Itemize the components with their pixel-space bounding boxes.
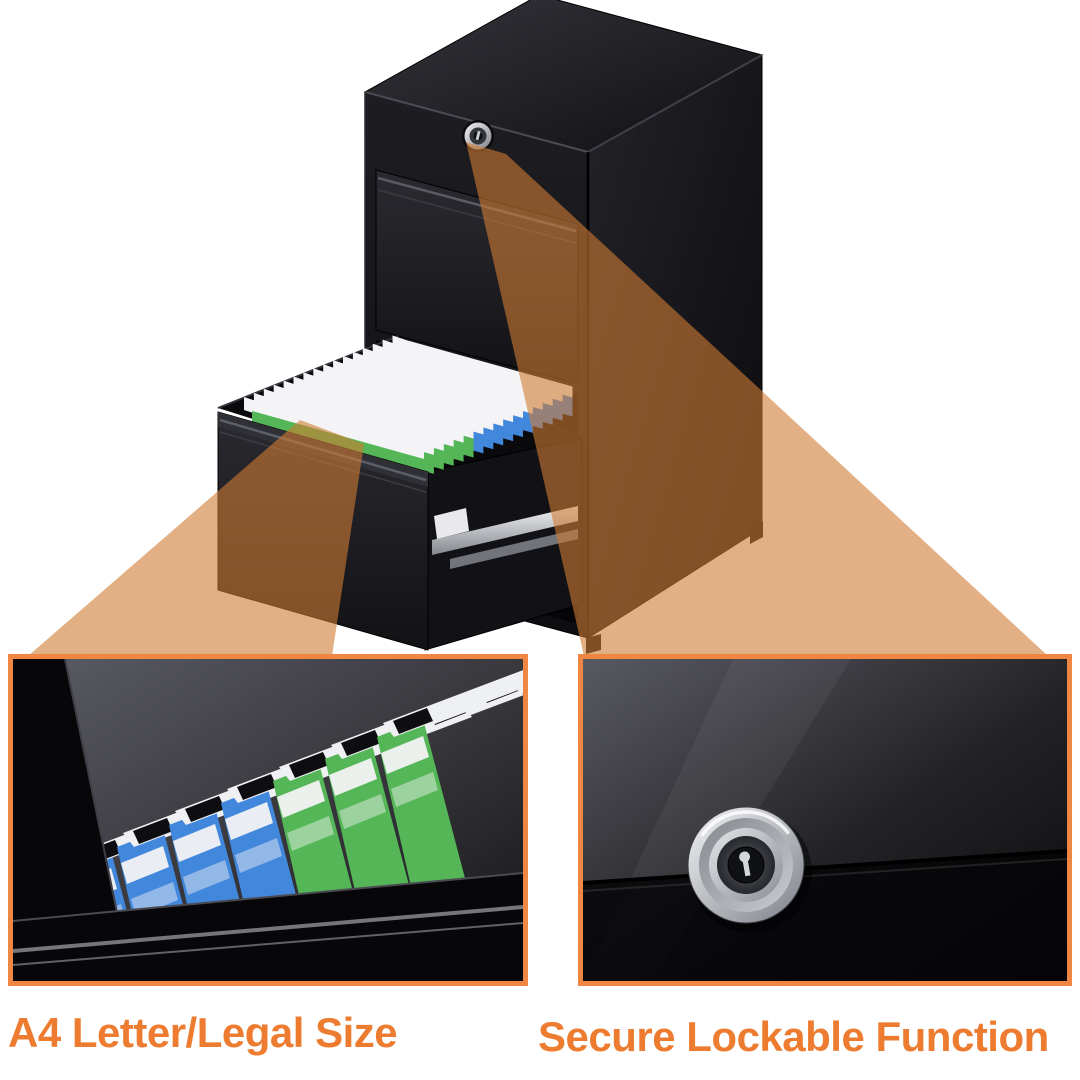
beam-to-folders-callout xyxy=(28,420,364,656)
callout-lock xyxy=(578,654,1072,986)
slide-rail-line xyxy=(13,905,523,953)
ring-highlight xyxy=(700,810,790,837)
drawer-label xyxy=(434,508,469,539)
lock-keyhole-icon xyxy=(687,806,812,933)
drawer-left-wall xyxy=(13,659,131,981)
edge-highlight xyxy=(587,54,763,153)
callout-folders xyxy=(8,654,528,986)
drawer-slide-rail xyxy=(432,506,578,555)
drawer-slide-rail-lower xyxy=(450,529,578,569)
key-slot xyxy=(739,851,751,877)
beam-to-lock-callout xyxy=(466,142,1048,656)
caption-size-feature: A4 Letter/Legal Size xyxy=(8,1009,398,1056)
hanging-folders-closeup-icon xyxy=(13,659,523,981)
caption-lock-feature: Secure Lockable Function xyxy=(538,1013,1049,1060)
lock-closeup-icon xyxy=(583,659,1067,981)
